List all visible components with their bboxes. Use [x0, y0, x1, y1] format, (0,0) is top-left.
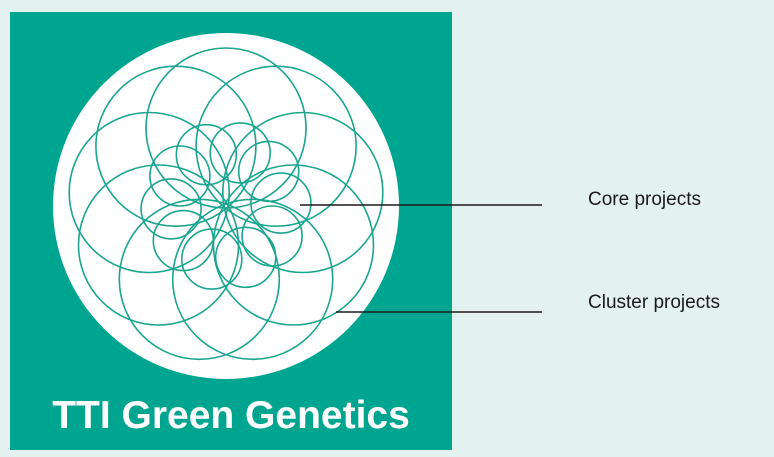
- core-project-circle: [152, 209, 215, 272]
- core-project-circle: [241, 205, 303, 267]
- core-projects-label: Core projects: [588, 189, 701, 210]
- core-project-circle: [140, 178, 202, 240]
- core-project-circle: [175, 123, 238, 186]
- logo-graphic: [10, 12, 452, 450]
- logo-white-disc: [53, 33, 399, 379]
- tti-green-genetics-logo: TTI Green Genetics: [10, 12, 452, 450]
- cluster-rosette: [68, 47, 384, 361]
- core-project-circle: [149, 145, 211, 207]
- cluster-project-circle: [195, 65, 357, 227]
- cluster-project-circle: [171, 198, 334, 361]
- cluster-project-circle: [221, 111, 384, 274]
- cluster-project-circle: [68, 111, 230, 274]
- core-project-circle: [250, 172, 312, 234]
- cluster-project-circle: [95, 65, 257, 227]
- core-project-circle: [237, 140, 300, 203]
- logo-title: TTI Green Genetics: [52, 394, 410, 437]
- cluster-projects-label: Cluster projects: [588, 292, 720, 313]
- core-rosette: [140, 122, 312, 290]
- core-project-circle: [214, 226, 277, 289]
